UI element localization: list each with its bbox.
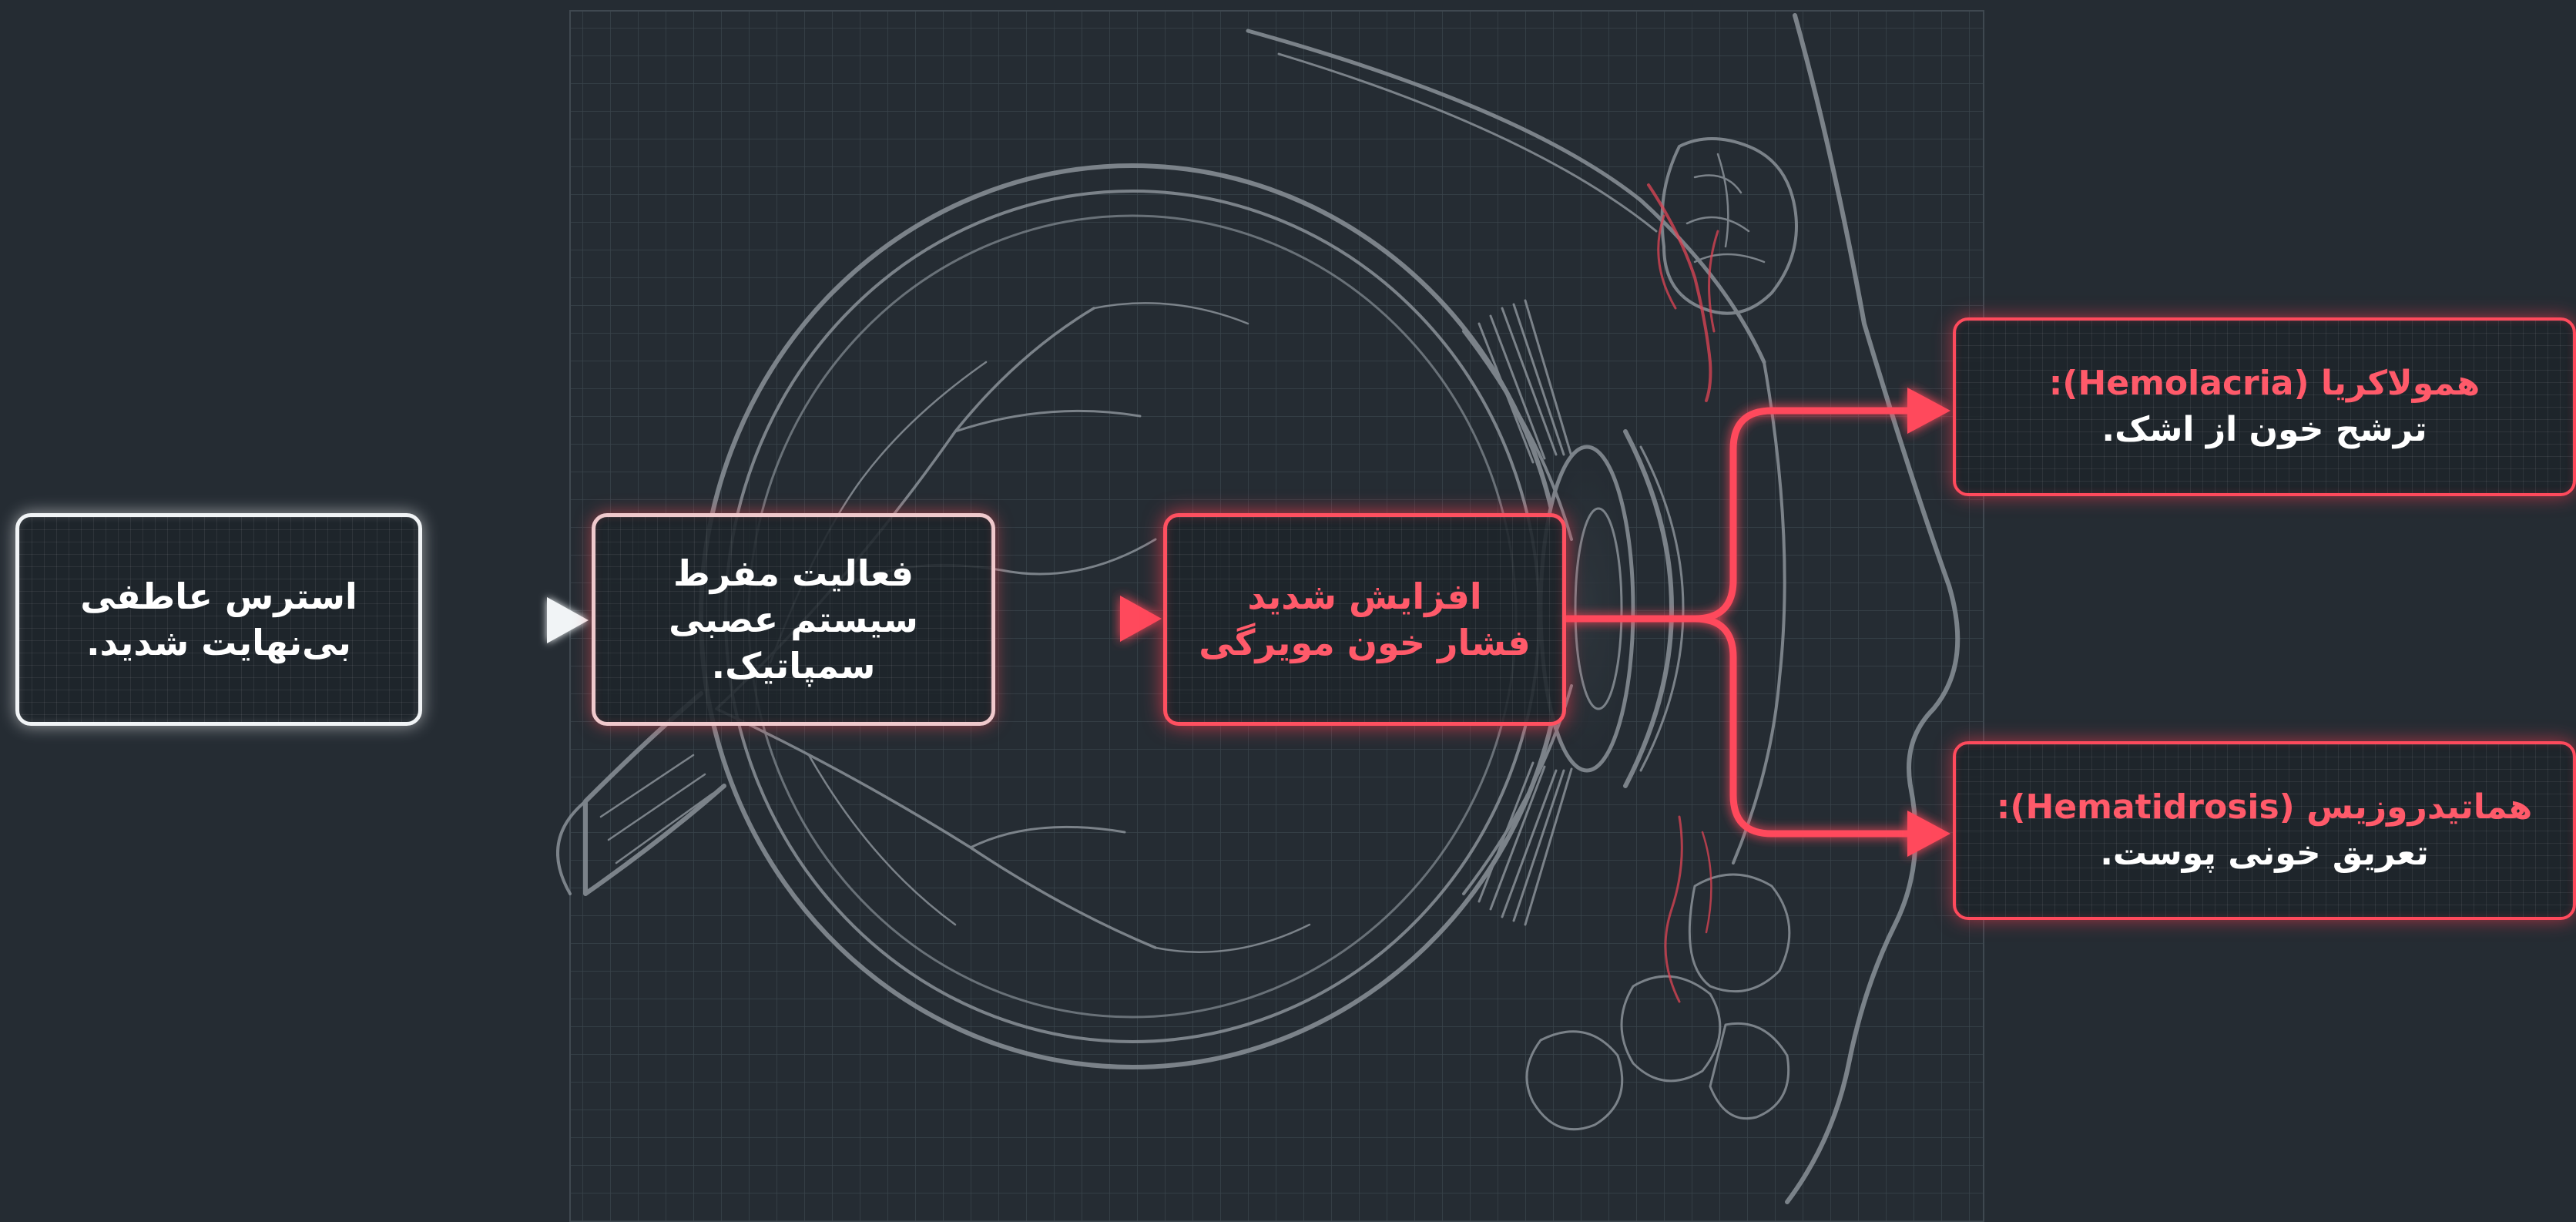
- node-sympathetic-label: فعالیت مفرط سیستم عصبی سمپاتیک.: [669, 550, 918, 689]
- hemolacria-description: ترشح خون از اشک.: [2101, 407, 2427, 453]
- node-stress-label: استرس عاطفی بی‌نهایت شدید.: [80, 573, 357, 666]
- hemolacria-title: همولاکریا (Hemolacria):: [2049, 361, 2480, 407]
- node-hemolacria: همولاکریا (Hemolacria): ترشح خون از اشک.: [1953, 317, 2576, 496]
- node-hematidrosis: هماتیدروزیس (Hematidrosis): تعریق خونی پ…: [1953, 741, 2576, 920]
- hematidrosis-title: هماتیدروزیس (Hematidrosis):: [1997, 784, 2533, 831]
- node-pressure-label: افزایش شدید فشار خون مویرگی: [1199, 573, 1530, 666]
- hematidrosis-description: تعریق خونی پوست.: [2100, 831, 2429, 877]
- node-sympathetic-hyperactivity: فعالیت مفرط سیستم عصبی سمپاتیک.: [592, 513, 995, 726]
- node-capillary-pressure-increase: افزایش شدید فشار خون مویرگی: [1163, 513, 1566, 726]
- node-extreme-emotional-stress: استرس عاطفی بی‌نهایت شدید.: [15, 513, 422, 726]
